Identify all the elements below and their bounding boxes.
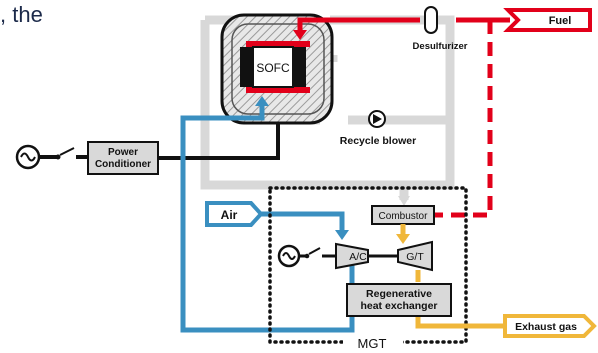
exhaust-label: Exhaust gas — [515, 321, 577, 333]
combustor-label: Combustor — [379, 211, 429, 222]
desulfurizer: Desulfurizer — [413, 6, 468, 52]
air-arrow-icon — [335, 230, 349, 240]
regenerative-heat-exchanger: Regenerative heat exchanger — [346, 283, 452, 317]
sofc-label: SOFC — [256, 61, 290, 75]
regen-label-1: Regenerative — [366, 288, 432, 300]
mgt-generator-icon — [277, 244, 336, 268]
exhaust-output: Exhaust gas — [503, 314, 597, 338]
mgt-label: MGT — [358, 336, 387, 351]
electric-lines — [40, 123, 280, 160]
fuel-label: Fuel — [549, 15, 572, 27]
power-conditioner: Power Conditioner — [87, 141, 159, 175]
ac-generator-icon — [15, 144, 41, 170]
air-input: Air — [205, 201, 264, 227]
recycle-blower-label: Recycle blower — [340, 135, 416, 147]
fuel-input: Fuel — [503, 8, 592, 32]
sofc-module: SOFC — [220, 13, 334, 125]
power-conditioner-label-2: Conditioner — [95, 159, 151, 170]
mgt-boundary — [268, 186, 468, 344]
turbine: G/T — [397, 240, 433, 272]
desulfurizer-label: Desulfurizer — [413, 41, 468, 52]
exhaust-arrow-icon — [396, 234, 410, 244]
fuel-arrow-icon — [293, 30, 307, 40]
recycle-blower: Recycle blower — [340, 110, 416, 147]
power-conditioner-label-1: Power — [108, 147, 138, 158]
combustor: Combustor — [371, 205, 435, 225]
recycle-arrow-icon — [398, 196, 410, 206]
caption-fragment: , the — [0, 2, 43, 27]
switch-icon — [55, 147, 75, 160]
air-arrow-icon — [255, 96, 269, 106]
turbine-label: G/T — [406, 251, 424, 263]
air-label: Air — [221, 208, 238, 222]
regen-label-2: heat exchanger — [360, 300, 437, 312]
compressor-label: A/C — [349, 251, 367, 263]
compressor: A/C — [335, 242, 369, 270]
air-lines — [180, 104, 355, 333]
fuel-lines — [297, 17, 510, 218]
